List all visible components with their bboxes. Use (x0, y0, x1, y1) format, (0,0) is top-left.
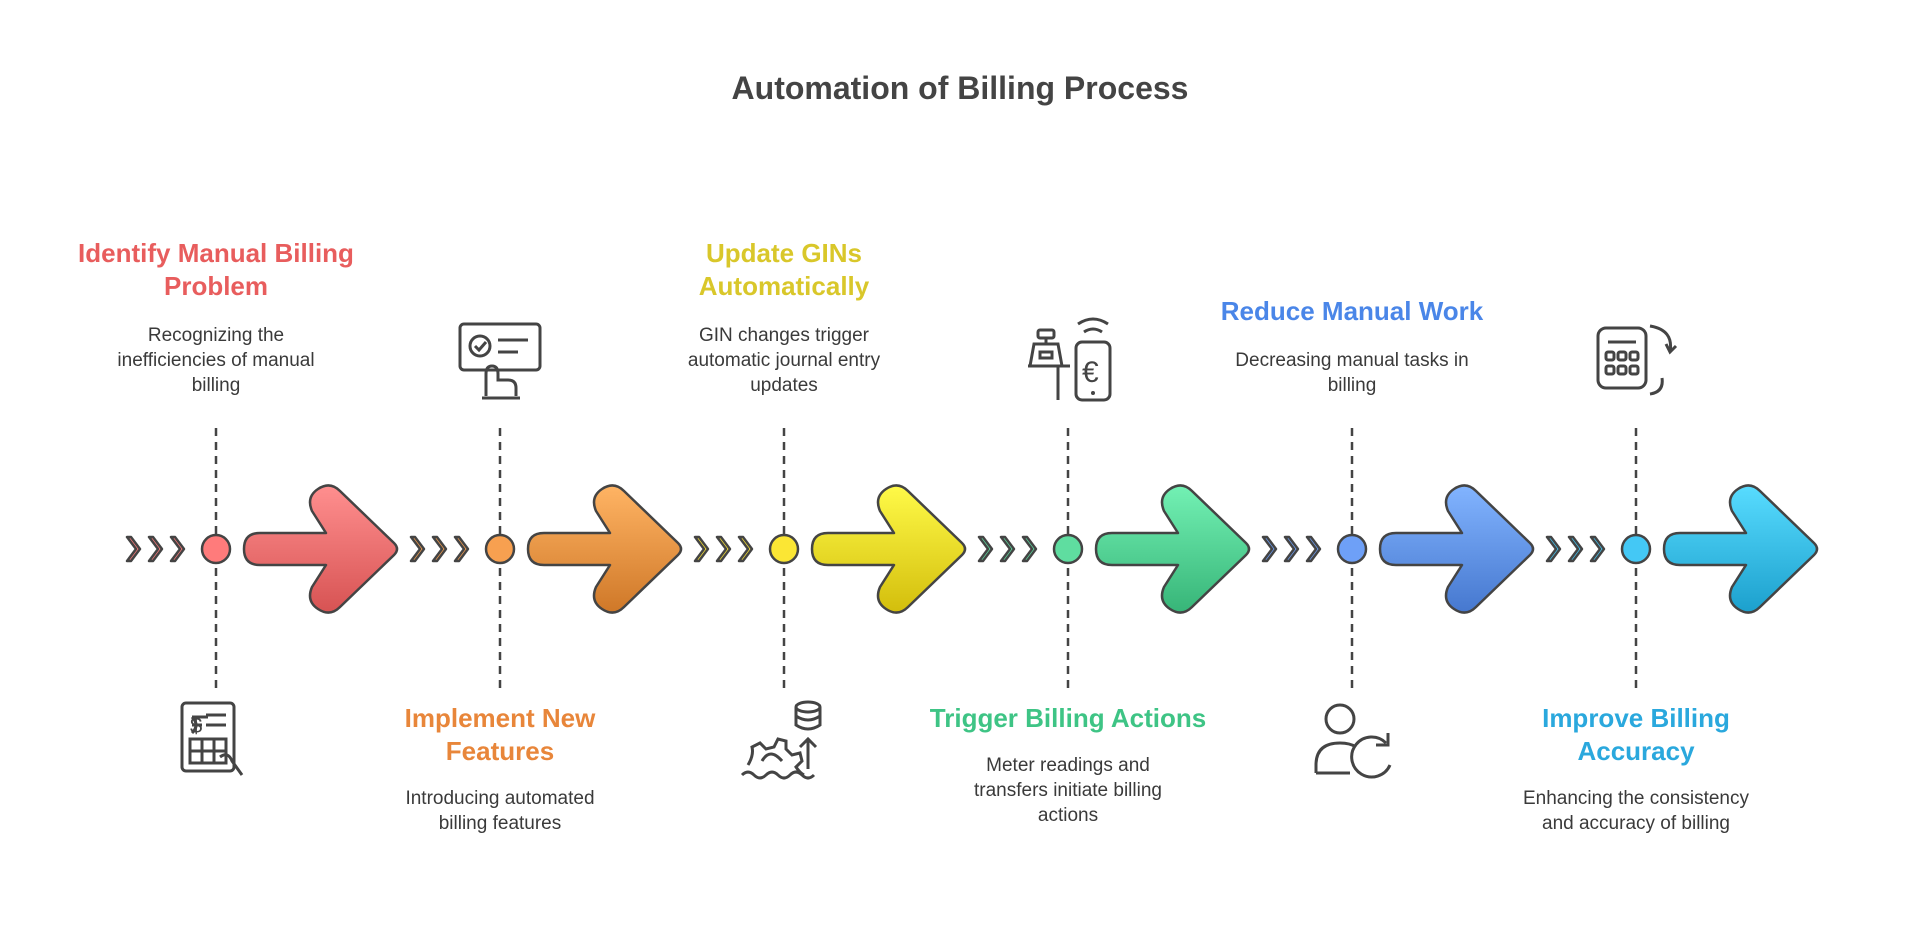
step-node (484, 533, 516, 565)
user-refresh-icon (1314, 703, 1392, 779)
chevron-mark (1567, 535, 1584, 563)
step-description: Meter readings and transfers initiate bi… (974, 755, 1162, 826)
chevron-mark (147, 535, 164, 563)
step-arrow (526, 484, 683, 614)
billing-document-icon: $ (180, 701, 244, 776)
page-title: Automation of Billing Process (731, 70, 1189, 106)
step-title: Trigger Billing Actions (929, 703, 1207, 733)
step-arrow (810, 484, 967, 614)
svg-text:$: $ (190, 713, 202, 738)
chevron-mark (1545, 535, 1562, 563)
step-title: Identify Manual Billing Problem (78, 238, 354, 301)
chevron-mark (999, 535, 1016, 563)
chevron-mark (125, 535, 142, 563)
svg-text:€: € (1082, 356, 1099, 389)
step-arrow (242, 484, 399, 614)
chevron-mark (977, 535, 994, 563)
step-description: Decreasing manual tasks in billing (1235, 350, 1469, 396)
chevron-mark (1261, 535, 1278, 563)
step-arrow (1094, 484, 1251, 614)
step-node (1336, 533, 1368, 565)
chevron-mark (737, 535, 754, 563)
step-arrow (1662, 484, 1819, 614)
feature-checklist-icon (458, 322, 542, 400)
chevron-mark (1283, 535, 1300, 563)
step-node (768, 533, 800, 565)
step-title: Reduce Manual Work (1220, 296, 1484, 326)
step-node (200, 533, 232, 565)
step-description: Recognizing the inefficiencies of manual… (117, 325, 315, 396)
step-title: Improve Billing Accuracy (1542, 703, 1730, 766)
database-gear-icon (740, 700, 822, 780)
step-node (1620, 533, 1652, 565)
step-node (1052, 533, 1084, 565)
chevron-mark (1589, 535, 1606, 563)
step-title: Implement New Features (404, 703, 596, 766)
chevron-mark (1305, 535, 1322, 563)
chevron-mark (693, 535, 710, 563)
chevron-mark (431, 535, 448, 563)
step-arrow (1378, 484, 1535, 614)
meter-payment-icon: € (1028, 317, 1112, 402)
step-description: Enhancing the consistency and accuracy o… (1522, 788, 1750, 834)
chevron-mark (169, 535, 186, 563)
chevron-mark (1021, 535, 1038, 563)
step-title: Update GINs Automatically (698, 238, 870, 301)
step-description: Introducing automated billing features (405, 788, 595, 834)
chevron-mark (715, 535, 732, 563)
step-description: GIN changes trigger automatic journal en… (687, 325, 881, 396)
calculator-refresh-icon (1596, 324, 1678, 396)
chevron-mark (453, 535, 470, 563)
chevron-mark (409, 535, 426, 563)
